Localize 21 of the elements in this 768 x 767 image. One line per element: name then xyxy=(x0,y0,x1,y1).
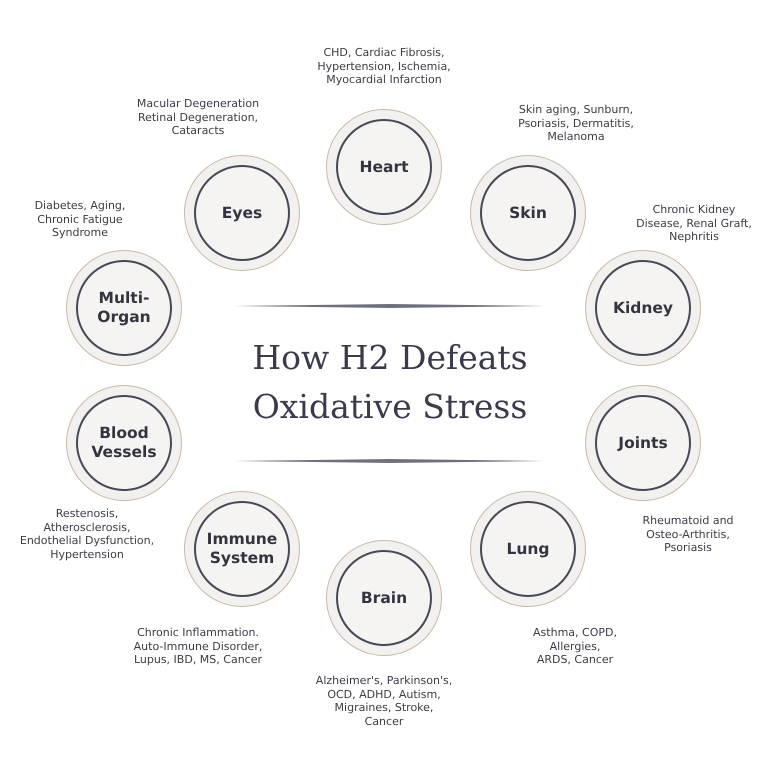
condition-list: Skin aging, Sunburn, Psoriasis, Dermatitis, Melanoma xyxy=(518,103,634,144)
organ-name: Brain xyxy=(360,588,408,608)
condition-list: Alzheimer's, Parkinson's, OCD, ADHD, Autism, Migraines, Stroke, Cancer xyxy=(316,674,452,729)
organ-name: Multi-Organ xyxy=(96,289,152,327)
condition-list: Asthma, COPD, Allergies, ARDS, Cancer xyxy=(533,626,617,668)
condition-list: Restenosis, Atherosclerosis, Endothelial Dysfunction, Hypertension xyxy=(20,507,154,562)
organ-name: Blood Vessels xyxy=(90,424,158,462)
organ-name: Skin xyxy=(509,204,547,222)
title: How H2 Defeats Oxidative Stress xyxy=(252,337,528,428)
organ-name: Eyes xyxy=(222,204,262,222)
organ-name: Heart xyxy=(360,158,408,176)
condition-list: Diabetes, Aging, Chronic Fatigue Syndrome xyxy=(34,199,126,240)
condition-list: Chronic Kidney Disease, Renal Graft, Nephritis xyxy=(636,203,752,244)
organ-name: Joints xyxy=(618,434,668,452)
condition-list: Macular Degeneration Retinal Degeneration, Cataracts xyxy=(136,97,260,138)
organ-name: Immune System xyxy=(206,530,278,568)
organ-name: Kidney xyxy=(612,298,674,318)
organ-name: Lung xyxy=(506,540,550,558)
condition-list: Chronic Inflammation. Auto-Immune Disorder, Lupus, IBD, MS, Cancer xyxy=(134,626,262,668)
condition-list: CHD, Cardiac Fibrosis, Hypertension, Ischemia, Myocardial Infarction xyxy=(317,46,451,88)
condition-list: Rheumatoid and Osteo-Arthritis, Psoriasis xyxy=(642,514,734,556)
